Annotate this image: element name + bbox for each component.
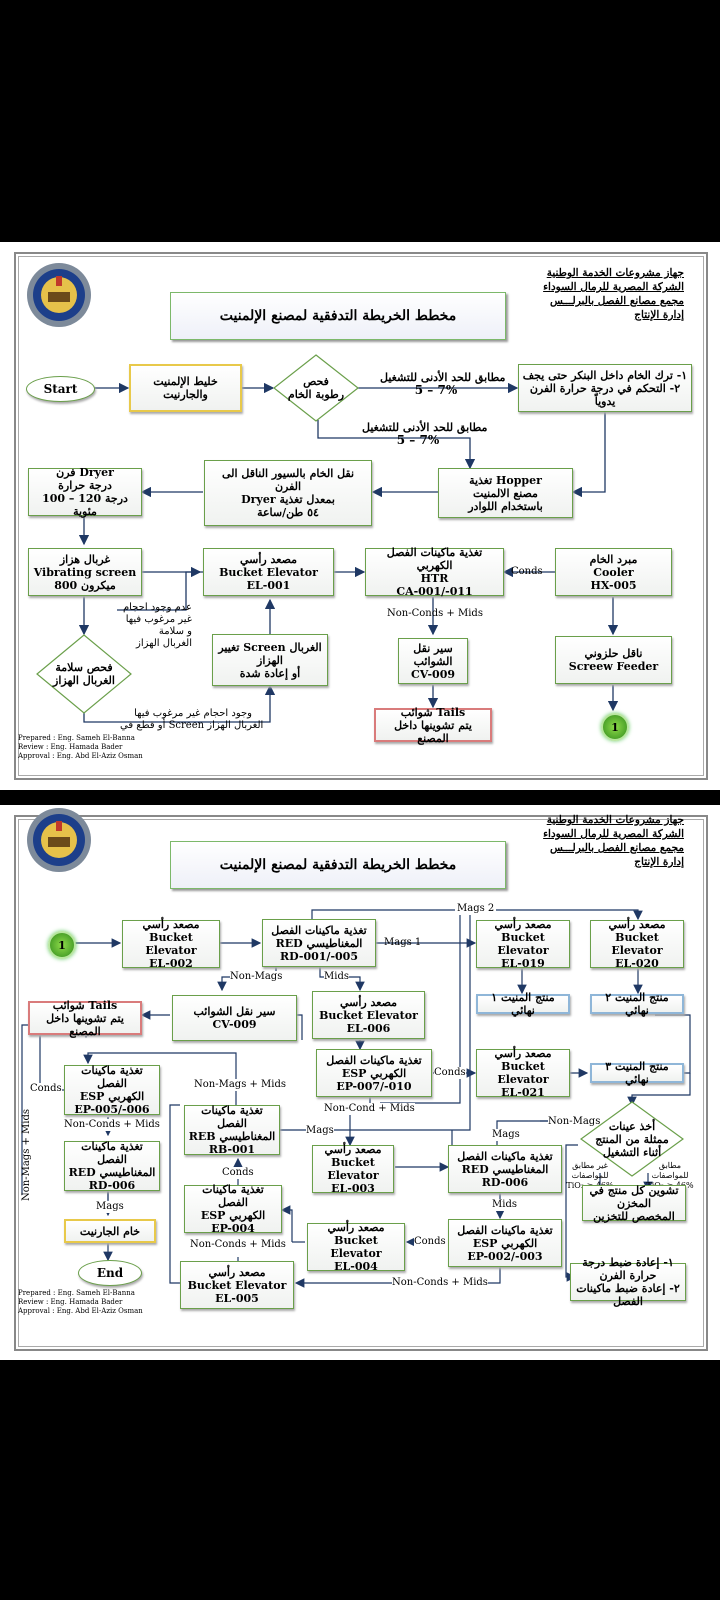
nonconds-mids-label: Non-Conds + Mids	[392, 1277, 488, 1289]
start-terminal: Start	[26, 376, 95, 402]
cooler-box: مبرد الخام Cooler HX-005	[555, 548, 672, 596]
oversize-label: وجود احجام غير مرغوب فيها أو قطع في Scre…	[120, 708, 264, 731]
org-line: مجمع مصانع الفصل بالبرلـــس	[549, 295, 684, 307]
vibrating-screen-box: غربال هزاز Vibrating screen 800 ميكرون	[28, 548, 142, 596]
esp-separator-ep005-box: تغذية ماكينات الفصل ESP الكهربي EP-005/-…	[64, 1064, 160, 1116]
company-logo	[26, 807, 92, 873]
match-label-bottom: مطابق للحد الأدنى للتشغيل 5 – 7%	[362, 421, 488, 447]
red-separator-rd006-left-box: تغذية ماكينات الفصل RED المغناطيسي RD-00…	[64, 1140, 160, 1192]
change-screen-box: تغيير Screen الغربال الهزاز أو إعادة شدة	[212, 634, 328, 686]
flowchart-page-2: جهاز مشروعات الخدمة الوطنية الشركة المصر…	[0, 805, 720, 1360]
bucket-elevator-el001-box: مصعد رأسي Bucket Elevator EL-001	[203, 548, 334, 596]
mags-label: Mags	[306, 1125, 334, 1137]
end-terminal: End	[78, 1260, 142, 1286]
esp-separator-ep004-box: تغذية ماكينات الفصل ESP الكهربي EP-004	[184, 1183, 282, 1235]
org-line: الشركة المصرية للرمال السوداء	[543, 281, 684, 293]
box-text: خليط الإلمنيت والجارنيت	[153, 375, 218, 401]
mags2-label: Mags 2	[455, 903, 497, 915]
sampling-decision: أخذ عينات ممثلة من المنتج أثناء التشغيل	[580, 1101, 684, 1177]
nonmags-mids-vertical-label: Non-Mags + Mids	[21, 1108, 32, 1201]
red-separator-rd001-box: تغذية ماكينات الفصل RED المغناطيسي RD-00…	[262, 919, 376, 967]
dryer-box: فرن Dryer درجة حرارة 100 – 120 درجة مئوي…	[28, 466, 142, 518]
bucket-elevator-el003-box: مصعد رأسي Bucket Elevator EL-003	[312, 1143, 394, 1195]
bucket-elevator-el006-box: مصعد رأسي Bucket Elevator EL-006	[312, 991, 425, 1039]
moisture-check-decision: فحص رطوبة الخام	[273, 354, 359, 422]
page-title: مخطط الخريطة التدفقية لمصنع الإلمنيت	[170, 292, 506, 340]
nonmags-mids-label: Non-Mags + Mids	[194, 1079, 287, 1091]
match-label-top: مطابق للحد الأدنى للتشغيل 5 – 7%	[380, 371, 506, 397]
company-logo	[26, 262, 92, 328]
no-oversize-label: عدم وجود احجام غير مرغوب فيها و سلامة ال…	[122, 602, 192, 649]
approval-block: Prepared : Eng. Sameh El-Banna Review : …	[18, 1289, 143, 1315]
mags-label: Mags	[492, 1129, 520, 1141]
nonconds-mids-label: Non-Conds + Mids	[190, 1239, 286, 1251]
flowchart-page-1: جهاز مشروعات الخدمة الوطنية الشركة المصر…	[0, 242, 720, 790]
tails-box: شوائب Tails يتم تشوينها داخل المصنع	[374, 706, 492, 745]
product-storage-box: تشوين كل منتج في المخزن المخصص للتخزين	[582, 1184, 686, 1223]
mags-label: Mags	[96, 1201, 124, 1213]
mags1-label: Mags 1	[384, 937, 422, 948]
noncond-mids-label: Non-Cond + Mids	[324, 1103, 415, 1115]
conds-label: Conds	[511, 566, 543, 577]
org-line: جهاز مشروعات الخدمة الوطنية	[546, 267, 684, 279]
connector-lines	[78, 382, 619, 723]
nonmags-label: Non-Mags	[230, 971, 283, 983]
nonconds-mids-label: Non-Conds + Mids	[64, 1119, 160, 1131]
htr-separator-box: تغذية ماكينات الفصل الكهربي HTR CA-001/-…	[365, 546, 504, 598]
bucket-elevator-el021-box: مصعد رأسي Bucket Elevator EL-021	[476, 1047, 570, 1099]
mids-label: Mids	[492, 1199, 517, 1211]
conds-label: Conds	[30, 1083, 62, 1095]
connector-circle-1: 1	[48, 931, 76, 959]
final-product-1-box: منتج المنيت ١ نهائي	[476, 991, 570, 1017]
connector-circle-1: 1	[601, 713, 629, 741]
hopper-feed-box: تغذية Hopper مصنع الالمنيت باستخدام اللو…	[438, 468, 573, 518]
esp-separator-ep002-box: تغذية ماكينات الفصل ESP الكهربي EP-002/-…	[448, 1219, 562, 1267]
final-product-2-box: منتج المنيت ٢ نهائي	[590, 991, 684, 1017]
conds-label: Conds	[222, 1167, 254, 1179]
reb-separator-rb001-box: تغذية ماكينات الفصل REB المغناطيسي RB-00…	[184, 1104, 280, 1156]
impurity-conveyor-cv009-box: سير نقل الشوائب CV-009	[172, 995, 297, 1041]
conds-label: Conds	[414, 1236, 446, 1248]
page-frame	[14, 815, 708, 1351]
conveyor-to-dryer-box: نقل الخام بالسيور الناقل الى الفرن Dryer…	[204, 460, 372, 526]
org-line: إدارة الإنتاج	[634, 309, 684, 321]
screw-feeder-box: ناقل حلزوني Screew Feeder	[555, 636, 672, 684]
approval-block: Prepared : Eng. Sameh El-Banna Review : …	[18, 734, 143, 760]
garnet-ore-box: خام الجارنيت	[64, 1219, 156, 1243]
organization-header: جهاز مشروعات الخدمة الوطنية الشركة المصر…	[543, 266, 684, 322]
page-title: مخطط الخريطة التدفقية لمصنع الإلمنيت	[170, 841, 506, 889]
mids-label: Mids	[324, 971, 349, 983]
bucket-elevator-el002-box: مصعد رأسي Bucket Elevator EL-002	[122, 918, 220, 970]
bucket-elevator-el004-box: مصعد رأسي Bucket Elevator EL-004	[307, 1221, 405, 1273]
ilmenite-garnet-mix-box: خليط الإلمنيت والجارنيت	[129, 364, 242, 412]
dry-in-bunker-box: ١- ترك الخام داخل البنكر حتى يجف ٢- التح…	[518, 364, 692, 412]
organization-header: جهاز مشروعات الخدمة الوطنية الشركة المصر…	[543, 814, 684, 868]
red-separator-rd006-right-box: تغذية ماكينات الفصل RED المغناطيسي RD-00…	[448, 1145, 562, 1193]
bucket-elevator-el020-box: مصعد رأسي Bucket Elevator EL-020	[590, 918, 684, 970]
readjust-box: ١- إعادة ضبط درجة حرارة الفرن ٢- إعادة ض…	[570, 1256, 686, 1308]
nonconds-mids-label: Non-Conds + Mids	[387, 608, 483, 619]
esp-separator-ep007-box: تغذية ماكينات الفصل ESP الكهربي EP-007/-…	[316, 1049, 432, 1097]
tails-box: شوائب Tails يتم تشوينها داخل المصنع	[28, 999, 142, 1038]
bucket-elevator-el019-box: مصعد رأسي Bucket Elevator EL-019	[476, 918, 570, 970]
bucket-elevator-el005-box: مصعد رأسي Bucket Elevator EL-005	[180, 1261, 294, 1309]
decision-text: فحص	[303, 375, 329, 388]
impurity-conveyor-cv009-box: سير نقل الشوائب CV-009	[398, 638, 468, 684]
conds-label: Conds	[434, 1067, 466, 1079]
nonmags-label: Non-Mags	[548, 1116, 601, 1128]
final-product-3-box: منتج المنيت ٣ نهائي	[590, 1060, 684, 1086]
decision-text: رطوبة الخام	[287, 388, 345, 401]
page-frame	[14, 252, 708, 780]
screen-integrity-decision: فحص سلامة الغربال الهزاز	[36, 634, 132, 714]
